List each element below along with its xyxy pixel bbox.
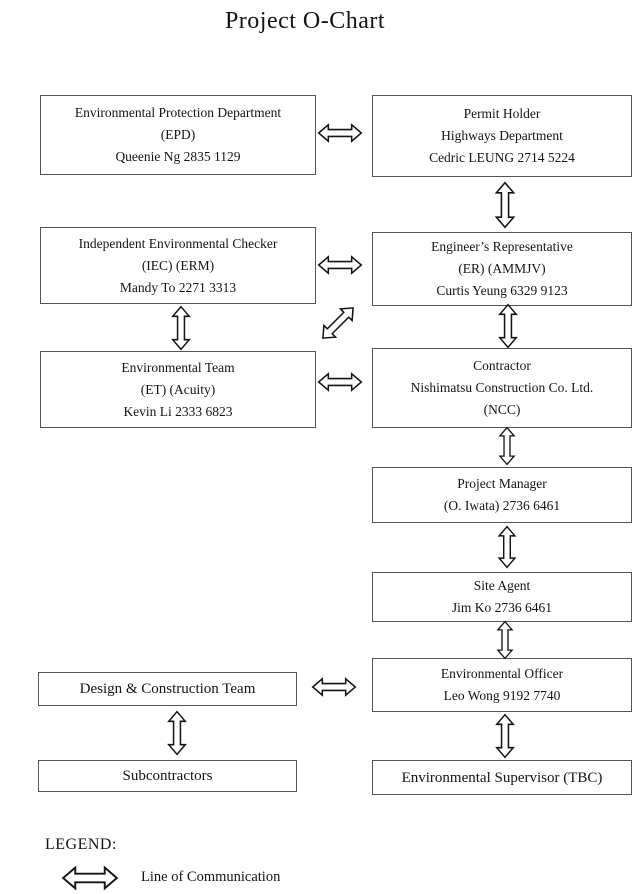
org-box-line: Nishimatsu Construction Co. Ltd. xyxy=(410,380,594,395)
org-box-permit-holder: Permit Holder Highways Department Cedric… xyxy=(372,95,632,177)
double-arrow-shape xyxy=(316,301,360,345)
double-arrow-shape xyxy=(62,866,118,890)
org-box-environmental-officer: Environmental Officer Leo Wong 9192 7740 xyxy=(372,658,632,712)
org-box-line: Highways Department xyxy=(441,128,563,143)
org-box-iec: Independent Environmental Checker (IEC) … xyxy=(40,227,316,304)
double-arrow-icon-design-team-subcontractors xyxy=(167,710,187,756)
double-arrow-shape xyxy=(311,677,357,697)
double-arrow-shape xyxy=(171,305,191,351)
org-box-line: Environmental Supervisor (TBC) xyxy=(401,769,603,786)
org-box-line: Environmental Officer xyxy=(440,666,564,681)
org-box-environmental-supervisor: Environmental Supervisor (TBC) xyxy=(372,760,632,795)
org-box-line: (NCC) xyxy=(483,402,521,417)
org-box-line: Site Agent xyxy=(473,578,531,593)
double-arrow-shape xyxy=(317,123,363,143)
double-arrow-icon-iec-er xyxy=(317,255,363,275)
org-box-line: Kevin Li 2333 6823 xyxy=(123,403,233,419)
org-box-line: Subcontractors xyxy=(122,768,213,784)
double-arrow-shape xyxy=(495,713,515,759)
org-box-line: Engineer’s Representative xyxy=(431,239,573,254)
double-arrow-icon-legend xyxy=(62,866,118,890)
double-arrow-shape xyxy=(317,255,363,275)
org-box-line: Permit Holder xyxy=(463,106,541,121)
org-box-line: (EPD) xyxy=(160,127,196,142)
double-arrow-shape xyxy=(495,181,515,229)
org-box-project-manager: Project Manager (O. Iwata) 2736 6461 xyxy=(372,467,632,523)
org-box-subcontractors: Subcontractors xyxy=(38,760,297,792)
org-box-engineers-representative: Engineer’s Representative (ER) (AMMJV) C… xyxy=(372,232,632,306)
legend-arrow-label: Line of Communication xyxy=(141,869,281,885)
double-arrow-icon-environmental-team-contractor xyxy=(317,372,363,392)
double-arrow-icon-site-agent-environmental-officer xyxy=(497,620,513,660)
double-arrow-icon-environmental-officer-supervisor xyxy=(495,713,515,759)
org-box-line: Contractor xyxy=(473,358,531,373)
org-box-line: Curtis Yeung 6329 9123 xyxy=(436,283,568,298)
page-title: Project O-Chart xyxy=(224,8,386,34)
org-box-line: Environmental Protection Department xyxy=(74,105,282,120)
double-arrow-icon-er-environmental-team-diagonal xyxy=(316,301,360,345)
org-box-line: Queenie Ng 2835 1129 xyxy=(115,149,241,164)
org-box-line: (ER) (AMMJV) xyxy=(458,261,546,276)
org-box-line: (O. Iwata) 2736 6461 xyxy=(443,498,561,513)
double-arrow-shape xyxy=(499,426,515,466)
org-box-epd: Environmental Protection Department (EPD… xyxy=(40,95,316,175)
org-box-line: (ET) (Acuity) xyxy=(140,381,216,397)
org-box-line: Project Manager xyxy=(457,476,547,491)
org-box-design-construction-team: Design & Construction Team xyxy=(38,672,297,706)
org-box-site-agent: Site Agent Jim Ko 2736 6461 xyxy=(372,572,632,622)
org-box-line: Cedric LEUNG 2714 5224 xyxy=(429,150,575,165)
double-arrow-icon-project-manager-site-agent xyxy=(498,525,516,569)
double-arrow-shape xyxy=(317,372,363,392)
double-arrow-shape xyxy=(498,303,518,349)
org-box-line: (IEC) (ERM) xyxy=(141,257,215,273)
org-box-line: Leo Wong 9192 7740 xyxy=(443,688,561,703)
org-box-contractor: Contractor Nishimatsu Construction Co. L… xyxy=(372,348,632,428)
double-arrow-icon-er-contractor xyxy=(498,303,518,349)
org-box-environmental-team: Environmental Team (ET) (Acuity) Kevin L… xyxy=(40,351,316,428)
double-arrow-shape xyxy=(498,525,516,569)
double-arrow-shape xyxy=(497,620,513,660)
double-arrow-icon-iec-environmental-team xyxy=(171,305,191,351)
org-box-line: Jim Ko 2736 6461 xyxy=(451,600,553,615)
legend-heading: LEGEND: xyxy=(45,836,117,853)
double-arrow-icon-permit-holder-er xyxy=(495,181,515,229)
org-box-line: Design & Construction Team xyxy=(79,681,256,697)
double-arrow-icon-epd-permit-holder xyxy=(317,123,363,143)
double-arrow-shape xyxy=(167,710,187,756)
org-box-line: Environmental Team xyxy=(121,359,235,375)
double-arrow-icon-design-team-environmental-officer xyxy=(311,677,357,697)
org-box-line: Independent Environmental Checker xyxy=(78,235,278,251)
org-box-line: Mandy To 2271 3313 xyxy=(119,279,237,295)
double-arrow-icon-contractor-project-manager xyxy=(499,426,515,466)
